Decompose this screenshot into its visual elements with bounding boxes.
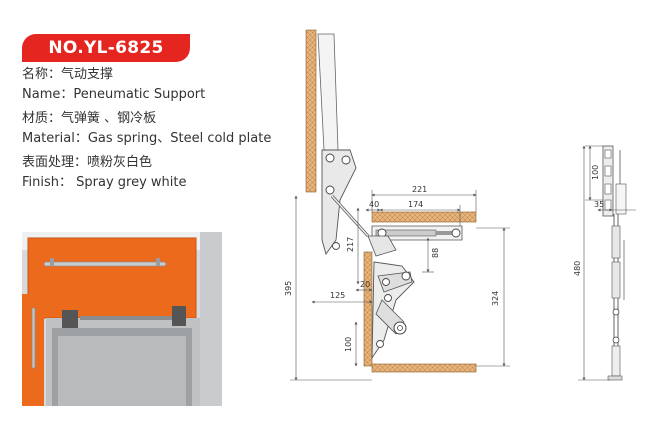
name-cn: 名称：气动支撑: [22, 67, 114, 82]
dim-324: 324: [491, 291, 500, 306]
dim-174: 174: [408, 200, 423, 209]
dim-20: 20: [360, 280, 370, 289]
dim-35: 35: [594, 200, 604, 209]
product-photo: [22, 232, 222, 406]
model-badge: NO.YL-6825: [22, 34, 190, 62]
dim-88: 88: [431, 248, 440, 258]
dim-480: 480: [573, 261, 582, 276]
dim-100-side: 100: [344, 337, 353, 352]
material-cn: 材质：气弹簧 、钢冷板: [22, 111, 157, 126]
dim-40: 40: [369, 200, 379, 209]
finish-en: Finish： Spray grey white: [22, 175, 187, 190]
front-view: 100 35 480: [573, 145, 636, 381]
material-en: Material：Gas spring、Steel cold plate: [22, 131, 272, 146]
dim-125: 125: [330, 291, 345, 300]
dim-100-front: 100: [591, 165, 600, 180]
finish-cn: 表面处理：喷粉灰白色: [22, 155, 153, 170]
name-en: Name：Peneumatic Support: [22, 87, 206, 102]
side-view: 221 174 40 217 88 20 125 395 324 100: [284, 29, 510, 381]
dim-395: 395: [284, 281, 293, 296]
dim-217: 217: [346, 237, 355, 252]
dim-221: 221: [412, 185, 427, 194]
